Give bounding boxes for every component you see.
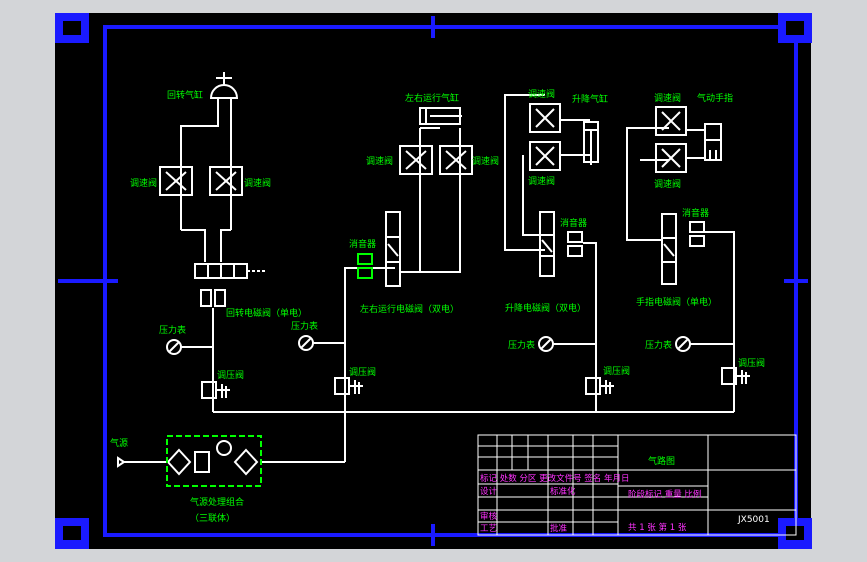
pressure-gauge-label-4: 压力表 xyxy=(645,339,672,351)
sheets-label: 共 1 张 第 1 张 xyxy=(628,522,687,533)
muffler-lr-2 xyxy=(357,267,373,279)
speed-valve-label-1: 调速阀 xyxy=(130,178,157,189)
drawing-title: 气路图 xyxy=(648,455,675,467)
treatment-unit-symbol xyxy=(166,440,259,476)
muffler-label-3: 消音器 xyxy=(682,207,709,219)
lift-solenoid-label: 升降电磁阀（双电） xyxy=(505,302,586,314)
stage-mark-label: 阶段标记 重量 比例 xyxy=(628,489,701,500)
treatment-unit-label: 气源处理组合 xyxy=(190,496,244,508)
labels: 回转气缸 调速阀 调速阀 回转电磁阀（单电） 压力表 调压阀 左右运行气缸 调速… xyxy=(110,89,765,524)
treatment-unit-box xyxy=(166,435,262,487)
speed-valve-label-5: 调速阀 xyxy=(528,89,555,100)
rotary-cylinder-label: 回转气缸 xyxy=(167,89,203,101)
speed-valve-label-3: 调速阀 xyxy=(366,156,393,167)
air-source-symbol xyxy=(117,456,126,468)
speed-valve-symbol xyxy=(159,103,687,196)
process-label: 工艺 xyxy=(480,524,497,534)
rotary-solenoid-label: 回转电磁阀（单电） xyxy=(226,307,307,319)
pressure-gauge-label-3: 压力表 xyxy=(508,339,535,351)
speed-valve-label-6: 调速阀 xyxy=(528,176,555,187)
lift-solenoid-symbol xyxy=(539,211,583,277)
air-lines xyxy=(122,94,735,463)
gripper-solenoid-label: 手指电磁阀（单电） xyxy=(636,296,717,308)
speed-valve-label-7: 调速阀 xyxy=(654,93,681,104)
lift-cylinder-symbol xyxy=(583,121,599,165)
pressure-gauge-symbol xyxy=(166,335,691,355)
approve-label: 批准 xyxy=(550,523,568,534)
design-label: 设计 xyxy=(480,486,498,497)
pressure-valve-label-2: 调压阀 xyxy=(349,367,376,378)
drawing-frame xyxy=(55,13,812,549)
lr-solenoid-label: 左右运行电磁阀（双电） xyxy=(360,303,459,315)
drawing-sheet xyxy=(55,13,811,549)
treatment-unit-sublabel: （三联体） xyxy=(190,512,235,524)
pressure-valve-label-1: 调压阀 xyxy=(217,370,244,381)
rotary-cylinder-symbol xyxy=(209,72,239,99)
lr-cylinder-symbol xyxy=(419,107,462,125)
lr-solenoid-symbol xyxy=(385,211,401,287)
gripper-solenoid-symbol xyxy=(661,213,705,285)
review-label: 审核 xyxy=(480,511,498,522)
pressure-valve-label-3: 调压阀 xyxy=(603,366,630,377)
pressure-valve-label-4: 调压阀 xyxy=(738,358,765,369)
standardize-label: 标准化 xyxy=(550,486,576,497)
lift-cylinder-label: 升降气缸 xyxy=(572,93,608,105)
components xyxy=(117,72,750,476)
speed-valve-label-2: 调速阀 xyxy=(244,178,271,189)
title-block: 气路图 JX5001 标记 处数 分区 更改文件号 签名 年月日 设计 标准化 … xyxy=(477,434,797,536)
air-source-label: 气源 xyxy=(110,437,128,449)
lr-cylinder-label: 左右运行气缸 xyxy=(405,92,459,104)
gripper-symbol xyxy=(704,123,722,161)
muffler-label-2: 消音器 xyxy=(560,217,587,229)
drawing-number: JX5001 xyxy=(737,515,770,525)
muffler-label-1: 消音器 xyxy=(349,238,376,250)
pressure-gauge-label-1: 压力表 xyxy=(159,324,186,336)
gripper-label: 气动手指 xyxy=(697,92,733,104)
speed-valve-label-8: 调速阀 xyxy=(654,179,681,190)
speed-valve-label-4: 调速阀 xyxy=(472,156,499,167)
pressure-valve-symbol xyxy=(201,367,750,399)
green-highlights xyxy=(166,253,373,487)
row-headers: 标记 处数 分区 更改文件号 签名 年月日 xyxy=(480,473,630,484)
muffler-lr-1 xyxy=(357,253,373,265)
pressure-gauge-label-2: 压力表 xyxy=(291,320,318,332)
rotary-solenoid-symbol xyxy=(194,263,267,307)
